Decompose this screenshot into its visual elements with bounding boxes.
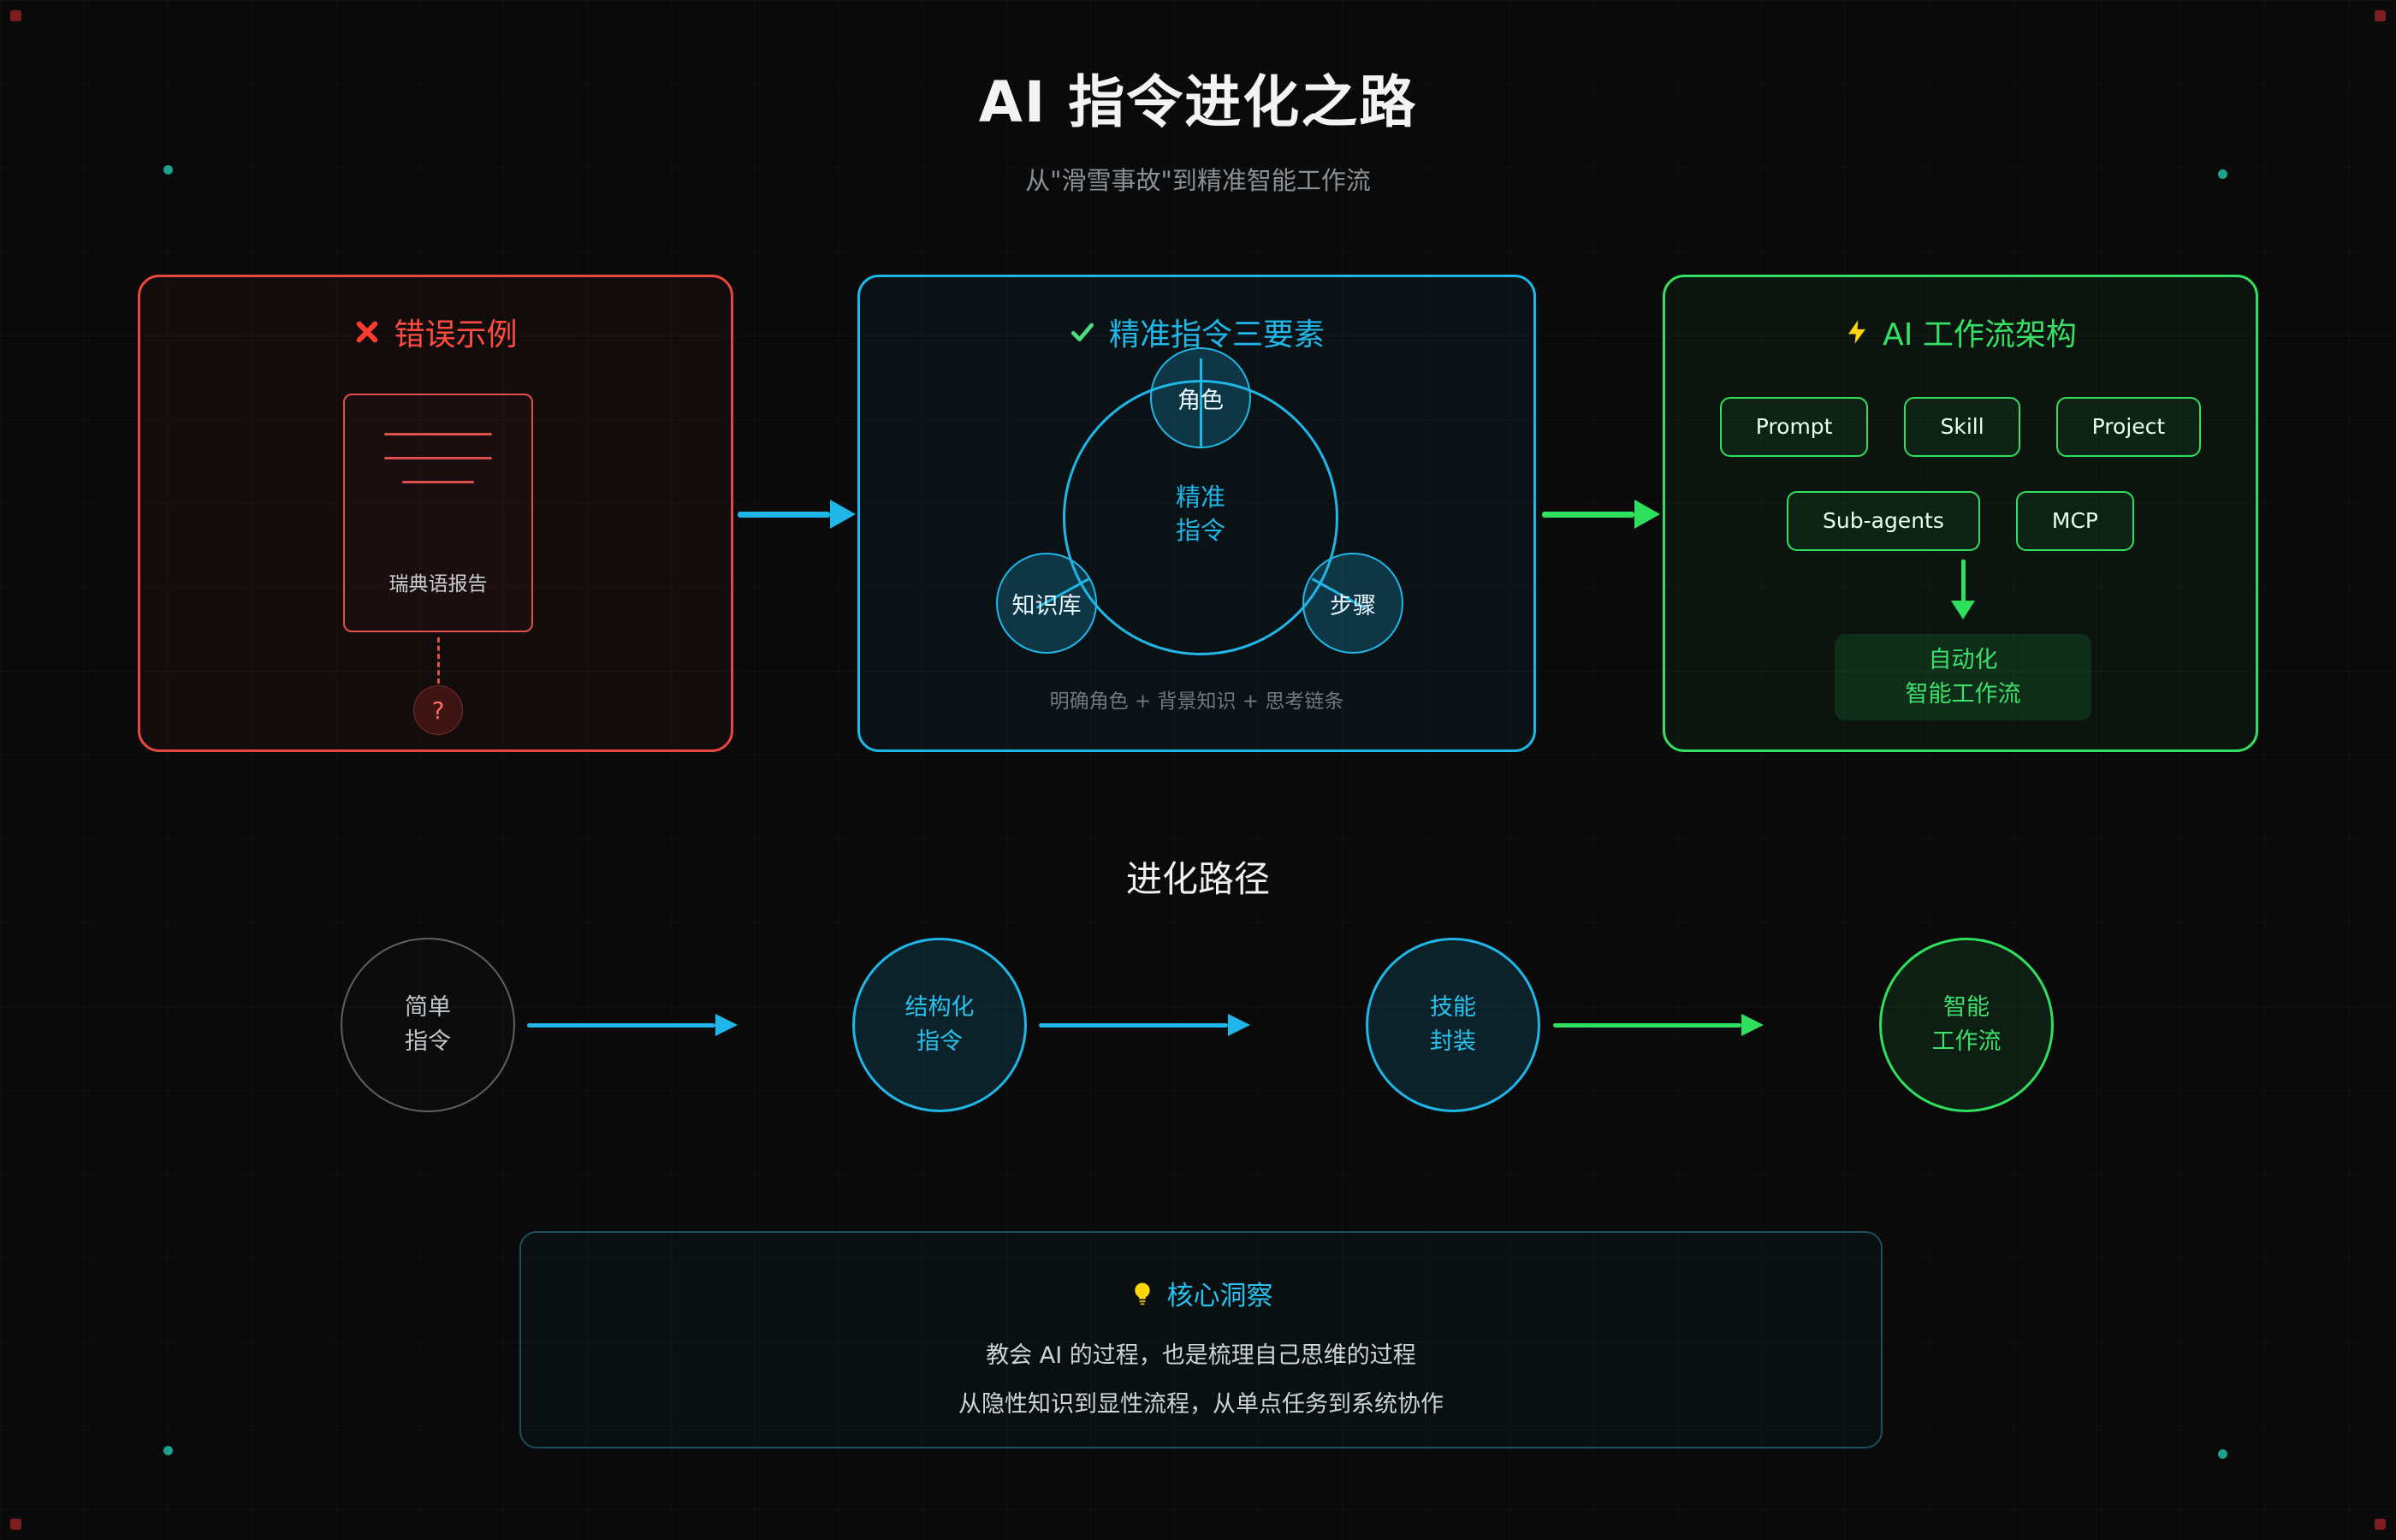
workflow-result-line1: 自动化 (1928, 647, 1998, 674)
stage-label-line1: 结构化 (904, 993, 975, 1021)
arrow-shaft (1039, 1022, 1228, 1028)
workflow-chip-row-2: Sub-agents MCP (1665, 491, 2256, 551)
stage-label-line2: 指令 (405, 1028, 451, 1055)
workflow-result-box: 自动化 智能工作流 (1835, 634, 2091, 720)
chip-project: Project (2055, 397, 2202, 457)
arrow-error-to-precise (738, 500, 856, 529)
chip-skill: Skill (1904, 397, 2020, 457)
arrow-head (715, 1014, 738, 1036)
corner-marker-red (2375, 1519, 2386, 1530)
bulb-icon (1134, 1282, 1150, 1305)
workflow-result-line2: 智能工作流 (1905, 680, 2021, 708)
corner-dot-teal (2218, 1449, 2227, 1459)
arrow-stage2-to-stage3 (1039, 1014, 1250, 1036)
document-card-label: 瑞典语报告 (388, 573, 488, 595)
doc-text-line (402, 481, 474, 483)
workflow-down-arrow-shaft (1961, 560, 1966, 602)
stage-skill-encapsulation: 技能 封装 (1366, 938, 1540, 1112)
arrow-head (830, 500, 856, 529)
stage-label-line2: 工作流 (1931, 1028, 2002, 1055)
arrow-stage1-to-stage2 (527, 1014, 738, 1036)
venn-node-knowledge-label: 知识库 (1011, 592, 1082, 619)
ai-workflow-panel: AI 工作流架构 Prompt Skill Project Sub-agents… (1663, 275, 2258, 752)
arrow-shaft (738, 511, 830, 518)
error-panel-header: 错误示例 (140, 310, 731, 354)
corner-marker-red (10, 1519, 21, 1530)
venn-caption: 明确角色 + 背景知识 + 思考链条 (1049, 690, 1344, 713)
arrow-head (1741, 1014, 1764, 1036)
stage-label-line1: 智能 (1943, 993, 1990, 1021)
precise-panel-title: 精准指令三要素 (1108, 317, 1325, 352)
workflow-down-arrow-head (1951, 601, 1975, 619)
chip-prompt: Prompt (1719, 397, 1869, 457)
venn-center-line2: 指令 (1175, 516, 1225, 546)
arrow-precise-to-workflow (1542, 500, 1660, 529)
evolution-title: 进化路径 (1125, 858, 1270, 900)
stage-structured-instruction: 结构化 指令 (852, 938, 1027, 1112)
dashed-connector (437, 637, 440, 684)
core-insight-box: 核心洞察 教会 AI 的过程，也是梳理自己思维的过程 从隐性知识到显性流程，从单… (519, 1231, 1883, 1448)
workflow-panel-header: AI 工作流架构 (1665, 310, 2256, 354)
chip-mcp: MCP (2015, 491, 2134, 551)
arrow-head (1634, 500, 1660, 529)
venn-center-label: 精准 指令 (1063, 481, 1338, 548)
venn-center-line1: 精准 (1175, 483, 1225, 512)
workflow-chip-row-1: Prompt Skill Project (1665, 397, 2256, 457)
document-card: 瑞典语报告 (343, 394, 533, 632)
workflow-panel-title: AI 工作流架构 (1883, 317, 2077, 352)
precise-instruction-panel: 精准指令三要素 精准 指令 角色 知识库 步骤 明确角色 + 背景知识 + 思考… (857, 275, 1536, 752)
venn-node-role: 角色 (1150, 347, 1251, 448)
venn-node-knowledge: 知识库 (996, 553, 1097, 654)
arrow-stage3-to-stage4 (1553, 1014, 1764, 1036)
venn-node-steps-label: 步骤 (1330, 592, 1376, 619)
stage-label-line2: 指令 (916, 1028, 963, 1055)
insight-line-2: 从隐性知识到显性流程，从单点任务到系统协作 (958, 1391, 1444, 1418)
error-example-panel: 错误示例 瑞典语报告 ? (138, 275, 733, 752)
error-x-icon (357, 321, 378, 343)
arrow-shaft (527, 1022, 715, 1028)
corner-dot-teal (163, 165, 173, 175)
chip-sub-agents: Sub-agents (1787, 491, 1980, 551)
error-panel-title: 错误示例 (394, 317, 518, 352)
corner-dot-teal (2218, 169, 2227, 179)
insight-title: 核心洞察 (1166, 1281, 1273, 1312)
stage-label-line1: 技能 (1430, 993, 1476, 1021)
arrow-head (1228, 1014, 1250, 1036)
insight-header: 核心洞察 (1130, 1274, 1273, 1312)
stage-intelligent-workflow: 智能 工作流 (1879, 938, 2054, 1112)
venn-node-role-label: 角色 (1177, 387, 1224, 414)
stage-simple-instruction: 简单 指令 (341, 938, 515, 1112)
lightning-icon (1848, 320, 1866, 344)
insight-line-1: 教会 AI 的过程，也是梳理自己思维的过程 (986, 1342, 1416, 1369)
arrow-shaft (1553, 1022, 1741, 1028)
stage-label-line1: 简单 (405, 993, 451, 1021)
corner-marker-red (2375, 10, 2386, 21)
doc-text-line (384, 433, 492, 435)
page-subtitle: 从"滑雪事故"到精准智能工作流 (1025, 166, 1371, 195)
page-title: AI 指令进化之路 (978, 69, 1418, 135)
stage-label-line2: 封装 (1430, 1028, 1476, 1055)
check-icon (1070, 323, 1094, 341)
precise-panel-header: 精准指令三要素 (860, 310, 1533, 354)
question-circle: ? (413, 685, 463, 735)
doc-text-line (384, 457, 492, 459)
venn-node-steps: 步骤 (1302, 553, 1403, 654)
corner-marker-red (10, 10, 21, 21)
arrow-shaft (1542, 511, 1634, 518)
question-mark: ? (431, 696, 445, 725)
corner-dot-teal (163, 1446, 173, 1455)
